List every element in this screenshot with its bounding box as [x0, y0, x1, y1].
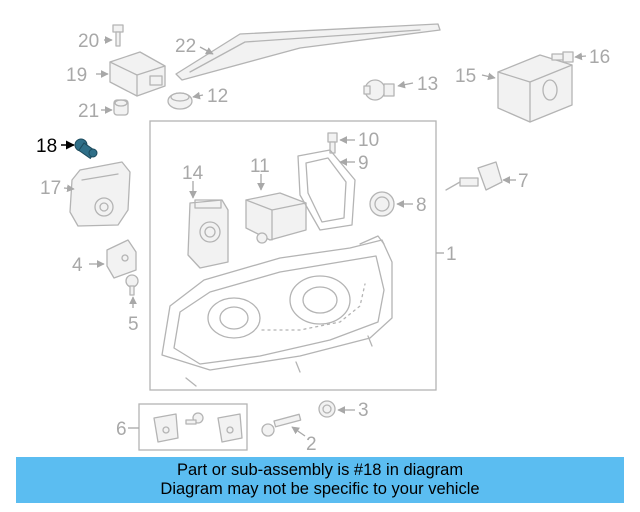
callout-18[interactable]: 18 — [36, 136, 57, 157]
callout-9[interactable]: 9 — [358, 153, 369, 174]
part-6-kit-frame — [138, 403, 248, 451]
callout-3[interactable]: 3 — [358, 400, 369, 421]
banner-line-2: Diagram may not be specific to your vehi… — [160, 480, 480, 498]
assembly-frame — [149, 120, 437, 391]
callout-20[interactable]: 20 — [78, 31, 99, 52]
part-14-reflector[interactable] — [187, 199, 229, 269]
part-12-cap[interactable] — [167, 92, 193, 110]
part-22-trim-strip[interactable] — [175, 23, 441, 81]
part-20-screw[interactable] — [112, 24, 124, 47]
part-4-bracket[interactable] — [106, 239, 137, 279]
callout-2[interactable]: 2 — [306, 434, 317, 455]
callout-21[interactable]: 21 — [78, 101, 99, 122]
part-16-screw[interactable] — [551, 51, 574, 63]
callout-1[interactable]: 1 — [446, 244, 457, 265]
part-5-screw[interactable] — [125, 274, 139, 296]
callout-6[interactable]: 6 — [116, 419, 127, 440]
part-13-bulb[interactable] — [363, 79, 395, 101]
part-7-xenon-bulb[interactable] — [445, 161, 503, 191]
callout-4[interactable]: 4 — [72, 255, 83, 276]
callout-17[interactable]: 17 — [40, 178, 61, 199]
part-3-nut[interactable] — [318, 400, 336, 418]
part-2-bolt[interactable] — [261, 413, 302, 437]
callout-10[interactable]: 10 — [358, 130, 379, 151]
callout-13[interactable]: 13 — [417, 74, 438, 95]
part-18-screw-highlighted[interactable] — [74, 138, 98, 160]
part-8-socket[interactable] — [369, 191, 395, 217]
part-9-frame-bracket[interactable] — [297, 149, 356, 231]
part-6-bracket-kit[interactable] — [153, 412, 243, 443]
callout-8[interactable]: 8 — [416, 195, 427, 216]
callout-19[interactable]: 19 — [66, 65, 87, 86]
part-1-headlamp[interactable] — [161, 235, 393, 387]
part-15-ballast[interactable] — [497, 54, 573, 123]
callout-5[interactable]: 5 — [128, 314, 139, 335]
part-21-nut[interactable] — [113, 99, 129, 116]
banner-line-1: Part or sub-assembly is #18 in diagram — [176, 461, 464, 479]
callout-11[interactable]: 11 — [250, 156, 270, 177]
callout-16[interactable]: 16 — [589, 47, 610, 68]
part-11-leveling-motor[interactable] — [245, 192, 307, 244]
callout-7[interactable]: 7 — [518, 171, 529, 192]
callout-12[interactable]: 12 — [207, 86, 228, 107]
part-17-module-housing[interactable] — [69, 161, 131, 227]
callout-14[interactable]: 14 — [182, 163, 204, 184]
callout-15[interactable]: 15 — [455, 66, 476, 87]
callout-22[interactable]: 22 — [175, 36, 196, 57]
info-banner: Part or sub-assembly is #18 in diagram D… — [16, 457, 624, 503]
part-19-control-module[interactable] — [109, 51, 166, 97]
